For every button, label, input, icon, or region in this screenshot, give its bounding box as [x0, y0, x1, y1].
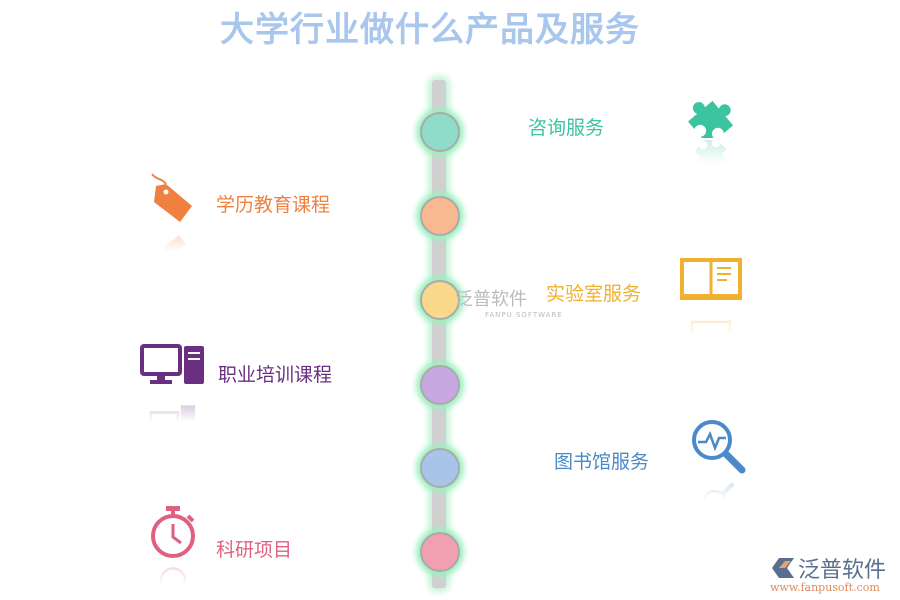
tag-reflection-icon: [164, 235, 186, 258]
computer-icon: [140, 344, 204, 384]
computer-reflection-icon: [149, 405, 196, 434]
label-lab: 实验室服务: [546, 283, 642, 305]
book-icon: [680, 258, 742, 300]
brand-logo: 泛普软件 www.fanpusoft.com: [770, 558, 887, 594]
label-degree: 学历教育课程: [216, 194, 331, 216]
node-library: [420, 448, 460, 488]
timeline-axis: [432, 80, 446, 588]
stopwatch-reflection-icon: [159, 567, 187, 594]
node-training: [420, 365, 460, 405]
magnifier-icon: [692, 420, 746, 474]
node-degree: [420, 196, 460, 236]
tag-icon: [151, 173, 192, 222]
label-consulting: 咨询服务: [528, 117, 605, 139]
page-title: 大学行业做什么产品及服务: [220, 10, 640, 50]
label-research: 科研项目: [216, 539, 293, 561]
magnifier-reflection-icon: [702, 482, 735, 515]
puzzle-reflection-icon: [694, 140, 727, 167]
stopwatch-icon: [151, 506, 195, 558]
puzzle-icon: [687, 100, 734, 138]
node-lab: [420, 280, 460, 320]
label-training: 职业培训课程: [218, 364, 333, 386]
fanpu-logo-icon: [772, 558, 794, 578]
book-reflection-icon: [690, 320, 732, 347]
node-research: [420, 532, 460, 572]
label-library: 图书馆服务: [554, 451, 650, 473]
node-consulting: [420, 112, 460, 152]
